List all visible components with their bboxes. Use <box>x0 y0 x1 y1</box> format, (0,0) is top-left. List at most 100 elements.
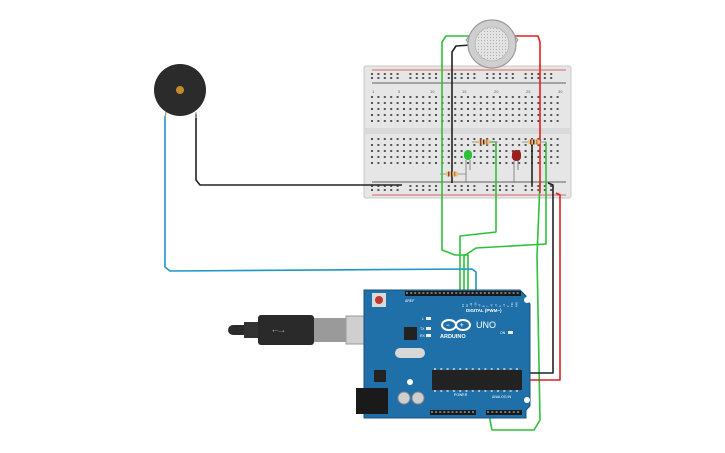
rail-hole <box>428 185 431 187</box>
pin-hole <box>492 292 495 294</box>
rail-hole <box>473 189 476 191</box>
hole <box>396 162 399 164</box>
hole <box>454 108 457 110</box>
rail-hole <box>524 77 527 79</box>
hole <box>537 120 540 122</box>
rail-hole <box>524 73 527 75</box>
hole <box>543 138 546 140</box>
rail-hole <box>505 185 508 187</box>
usb-connector <box>314 318 346 342</box>
rail-hole <box>537 189 540 191</box>
rail-hole <box>396 185 399 187</box>
usb-icon: ⭠⭢ <box>272 326 285 335</box>
hole <box>435 120 437 122</box>
wire-green-sensor[interactable] <box>441 35 474 293</box>
rail-hole <box>460 73 463 75</box>
resistor-3[interactable] <box>440 171 466 177</box>
chip-pin <box>484 368 487 370</box>
plus-icon: + <box>460 323 464 329</box>
piezo-buzzer[interactable] <box>154 64 206 119</box>
rail-hole <box>409 77 412 79</box>
hole <box>435 138 437 140</box>
hole <box>473 150 476 152</box>
hole <box>422 162 425 164</box>
wire-red-sensor[interactable] <box>512 35 541 193</box>
hole <box>447 138 450 140</box>
col-number: 20 <box>494 89 499 94</box>
rail-hole <box>428 189 431 191</box>
hole <box>435 162 437 164</box>
rail-hole <box>473 185 476 187</box>
pin-hole <box>459 292 462 294</box>
hole <box>460 102 463 104</box>
wire-blue-buzzer[interactable] <box>164 116 477 293</box>
hole <box>371 120 373 122</box>
hole <box>505 138 508 140</box>
chip-pin <box>478 390 481 392</box>
hole <box>428 96 431 98</box>
hole <box>473 120 476 122</box>
green-led[interactable] <box>464 150 472 183</box>
hole <box>543 156 546 158</box>
chip-pin <box>459 390 462 392</box>
rail-hole <box>473 77 476 79</box>
rail-hole <box>531 185 533 187</box>
digital-pin-label: ~5 <box>494 303 498 307</box>
hole <box>454 96 457 98</box>
buzzer-center <box>176 86 184 94</box>
resistor-2[interactable] <box>522 139 546 145</box>
power-label: POWER <box>454 393 468 397</box>
hole <box>550 96 553 98</box>
hole <box>396 150 399 152</box>
wire-green-analog[interactable] <box>489 181 541 431</box>
hole <box>371 156 373 158</box>
pin-hole <box>500 292 503 294</box>
chip-pin <box>490 368 493 370</box>
hole <box>447 108 450 110</box>
rail-hole <box>396 77 399 79</box>
rail-hole <box>499 73 501 75</box>
hole <box>415 162 418 164</box>
hole <box>383 162 386 164</box>
rail-hole <box>371 189 373 191</box>
hole <box>467 96 469 98</box>
red-led[interactable] <box>512 150 521 183</box>
hole <box>486 96 489 98</box>
chip-pins <box>434 368 518 392</box>
wire-black-buzzer[interactable] <box>195 114 402 186</box>
rail-hole <box>550 185 553 187</box>
pin-hole <box>483 292 486 294</box>
hole <box>537 138 540 140</box>
hole <box>492 102 495 104</box>
hole <box>454 150 457 152</box>
crystal <box>395 348 425 358</box>
digital-label: DIGITAL (PWM~) <box>466 308 502 313</box>
rail-hole <box>486 189 489 191</box>
hole <box>486 102 489 104</box>
hole <box>505 114 508 116</box>
rail-hole <box>377 77 380 79</box>
reset-button-cap[interactable] <box>375 296 383 304</box>
gas-sensor[interactable] <box>465 19 519 69</box>
chip-pin <box>440 390 443 392</box>
analog-label: ANALOG IN <box>492 395 512 399</box>
usb-cable[interactable]: ⭠⭢ <box>228 315 377 345</box>
breadboard[interactable]: 1 5 10 15 20 25 30 <box>363 65 572 199</box>
chip-pin <box>490 390 493 392</box>
digital-pin-label: 2 <box>506 305 510 307</box>
digital-pin-label: ~10 <box>473 302 477 307</box>
hole <box>409 102 412 104</box>
hole <box>435 156 437 158</box>
cable <box>228 325 248 335</box>
resistor-1[interactable] <box>472 139 498 145</box>
hole <box>460 108 463 110</box>
hole <box>447 156 450 158</box>
rail-hole <box>537 185 540 187</box>
hole <box>377 102 380 104</box>
rail-hole <box>383 189 386 191</box>
hole <box>415 108 418 110</box>
hole <box>422 96 425 98</box>
power-jack[interactable] <box>356 388 388 414</box>
pin-hole <box>455 411 458 413</box>
